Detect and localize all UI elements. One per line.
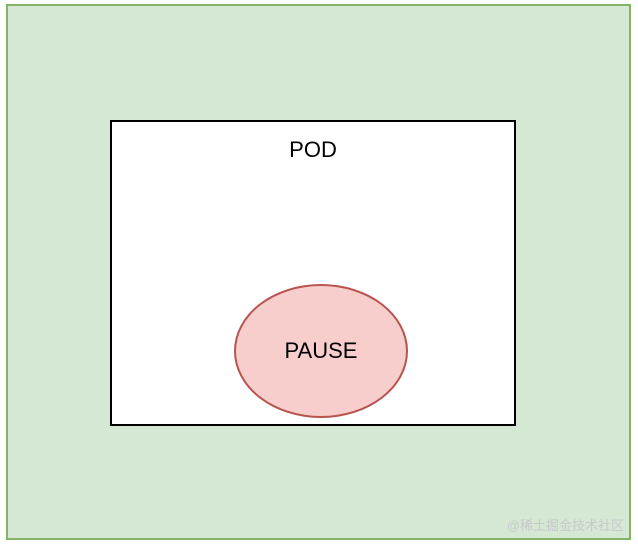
pause-node: PAUSE (234, 284, 408, 418)
pause-label: PAUSE (284, 338, 358, 363)
pod-label: POD (289, 137, 337, 162)
watermark-text: @稀土掘金技术社区 (506, 518, 624, 533)
